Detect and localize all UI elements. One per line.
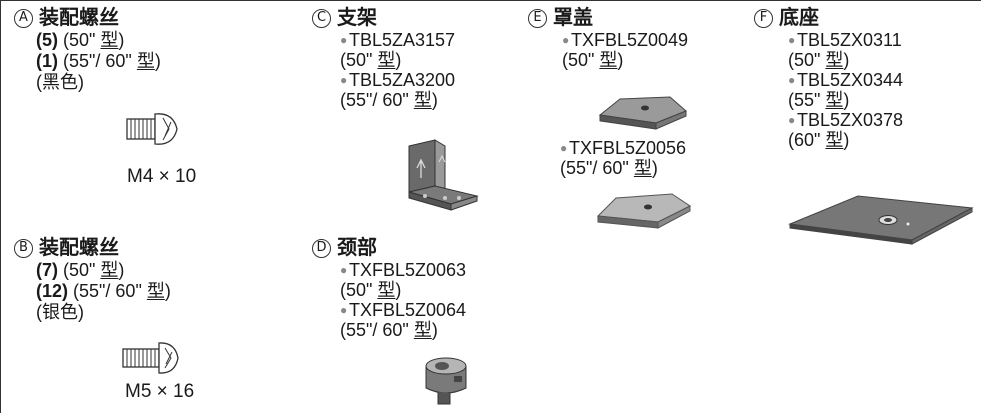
part-e-marker: E — [528, 8, 547, 28]
part-b-qty-1: (7) (50" 型) — [36, 260, 125, 280]
part-b-qty-2: (12) (55"/ 60" 型) — [36, 281, 171, 301]
part-b-section: B 装配螺丝 (7) (50" 型) (12) (55"/ 60" 型) (银色… — [14, 236, 171, 323]
screw-b-illustration — [122, 342, 179, 374]
base-illustration — [788, 195, 974, 245]
part-d-title: 颈部 — [337, 237, 377, 259]
part-a-title: 装配螺丝 — [39, 7, 119, 29]
part-c-item-1-size: (50" 型) — [340, 50, 402, 70]
part-e-item-2: ●TXFBL5Z0056 (55"/ 60" 型) — [560, 138, 686, 178]
cover-large-illustration — [596, 193, 691, 229]
part-d-item-2-size: (55"/ 60" 型) — [340, 320, 438, 340]
part-f-item-1-size: (50" 型) — [788, 50, 850, 70]
part-b-caption: M5 × 16 — [125, 381, 195, 402]
part-b-heading: B 装配螺丝 — [14, 236, 171, 260]
part-d-item-2-code: ●TXFBL5Z0064 — [340, 300, 467, 320]
part-c-item-2-code: ●TBL5ZA3200 — [340, 70, 456, 90]
part-c-title: 支架 — [337, 7, 377, 29]
part-d-marker: D — [312, 238, 331, 258]
part-b-marker: B — [14, 238, 33, 258]
part-e-heading: E 罩盖 — [528, 6, 688, 30]
part-c-item-1-code: ●TBL5ZA3157 — [340, 30, 456, 50]
part-e-item-1-code: ●TXFBL5Z0049 — [562, 30, 689, 50]
part-a-heading: A 装配螺丝 — [14, 6, 161, 30]
part-e-section: E 罩盖 ●TXFBL5Z0049 (50" 型) — [528, 6, 688, 70]
part-f-marker: F — [754, 8, 773, 28]
part-b-color: (银色) — [36, 302, 84, 322]
part-a-marker: A — [14, 8, 33, 28]
part-a-section: A 装配螺丝 (5) (50" 型) (1) (55"/ 60" 型) (黑色) — [14, 6, 161, 93]
screw-a-illustration — [126, 113, 178, 145]
neck-illustration — [425, 357, 467, 405]
part-f-heading: F 底座 — [754, 6, 903, 30]
part-d-heading: D 颈部 — [312, 236, 466, 260]
part-c-heading: C 支架 — [312, 6, 455, 30]
part-e-item-2-size: (55"/ 60" 型) — [560, 158, 658, 178]
part-b-title: 装配螺丝 — [39, 237, 119, 259]
cover-small-illustration — [598, 96, 687, 130]
part-a-caption: M4 × 10 — [127, 166, 197, 187]
part-e-title: 罩盖 — [553, 7, 593, 29]
part-c-marker: C — [312, 8, 331, 28]
part-f-title: 底座 — [779, 7, 819, 29]
bracket-illustration — [408, 139, 479, 211]
part-e-item-2-code: ●TXFBL5Z0056 — [560, 138, 687, 158]
part-f-item-3-size: (60" 型) — [788, 130, 850, 150]
part-d-section: D 颈部 ●TXFBL5Z0063 (50" 型) ●TXFBL5Z0064 (… — [312, 236, 466, 340]
part-c-item-2-size: (55"/ 60" 型) — [340, 90, 438, 110]
part-a-color: (黑色) — [36, 72, 84, 92]
part-a-qty-1: (5) (50" 型) — [36, 30, 125, 50]
part-f-item-1-code: ●TBL5ZX0311 — [788, 30, 902, 50]
part-d-item-1-code: ●TXFBL5Z0063 — [340, 260, 467, 280]
part-c-section: C 支架 ●TBL5ZA3157 (50" 型) ●TBL5ZA3200 (55… — [312, 6, 455, 110]
part-a-qty-2: (1) (55"/ 60" 型) — [36, 51, 161, 71]
part-d-item-1-size: (50" 型) — [340, 280, 402, 300]
part-f-section: F 底座 ●TBL5ZX0311 (50" 型) ●TBL5ZX0344 (55… — [754, 6, 903, 150]
part-f-item-2-code: ●TBL5ZX0344 — [788, 70, 904, 90]
part-e-item-1-size: (50" 型) — [562, 50, 624, 70]
part-f-item-2-size: (55" 型) — [788, 90, 850, 110]
part-f-item-3-code: ●TBL5ZX0378 — [788, 110, 904, 130]
